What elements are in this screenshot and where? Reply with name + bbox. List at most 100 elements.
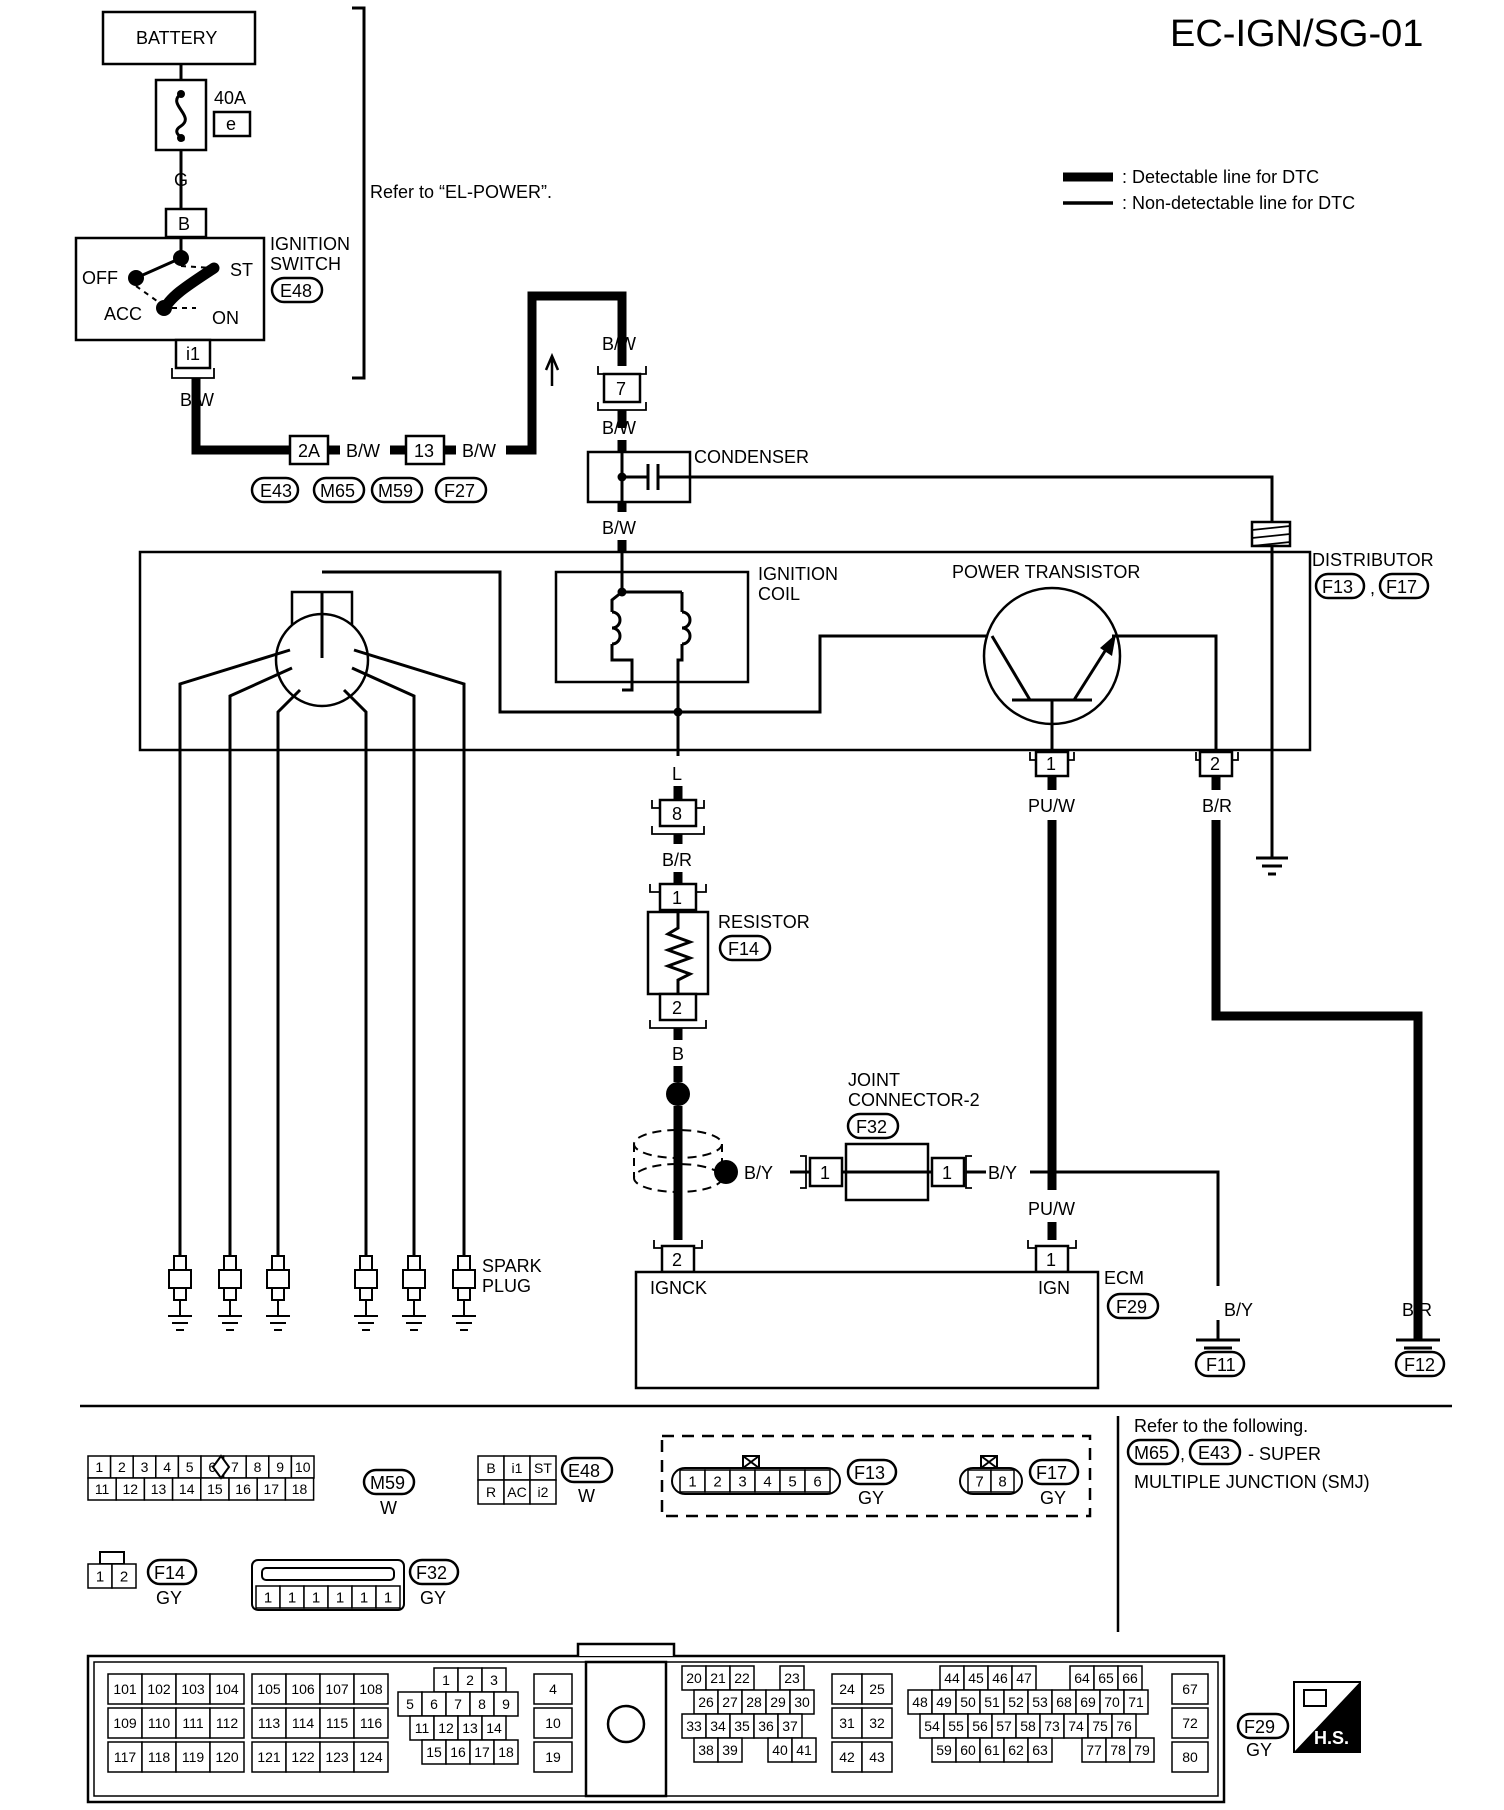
f29-pin [861, 1707, 893, 1739]
f29-pin [1111, 1713, 1137, 1739]
wire-g-label: G [174, 170, 188, 190]
conn-e48-color: W [578, 1486, 595, 1506]
f29-pin-label: 59 [936, 1742, 952, 1758]
f29-pin-label: 18 [498, 1744, 514, 1760]
f29-pin-label: 28 [746, 1694, 762, 1710]
f13-pin [804, 1469, 831, 1493]
svg-text:13: 13 [414, 441, 434, 461]
f29-pin [353, 1707, 389, 1739]
wire-bw-label-3: B/W [462, 441, 496, 461]
f29-pin [861, 1741, 893, 1773]
f29-pin-label: 76 [1116, 1718, 1132, 1734]
f29-pin-label: 25 [869, 1681, 885, 1697]
switch-conn-id: E48 [280, 281, 312, 301]
f29-pin-label: 8 [478, 1696, 486, 1712]
f29-pin-label: 60 [960, 1742, 976, 1758]
ignition-switch-box [74, 236, 266, 342]
f29-pin-label: 3 [490, 1672, 498, 1688]
ecm-connector-lock-icon [606, 1704, 646, 1744]
f29-pin-label: 61 [984, 1742, 1000, 1758]
f13-pin-label: 6 [813, 1473, 821, 1490]
m59-pin-label: 12 [123, 1481, 139, 1497]
f29-pin [533, 1741, 573, 1773]
switch-off-contact [128, 270, 144, 286]
dist-pin-2 [1198, 750, 1234, 778]
wire-bw-label-4: B/W [602, 334, 636, 354]
f29-pin-label: 45 [968, 1670, 984, 1686]
f29-pin-label: 56 [972, 1718, 988, 1734]
f29-pin-label: 63 [1032, 1742, 1048, 1758]
svg-text:,: , [1370, 578, 1375, 598]
m59-pin-label: 15 [207, 1481, 223, 1497]
f29-pin-label: 43 [869, 1749, 885, 1765]
svg-text:2: 2 [672, 998, 682, 1018]
f29-pin [533, 1707, 573, 1739]
refer-note-id1: M65 [1134, 1443, 1169, 1463]
f29-pin [457, 1715, 483, 1741]
conn-8 [658, 798, 698, 828]
m59-pin-label: 10 [295, 1459, 311, 1475]
f32-pin-label: 1 [312, 1589, 320, 1606]
f29-pin [209, 1673, 245, 1705]
f29-pin [481, 1667, 507, 1693]
distributor-connector-group [660, 1434, 1092, 1518]
wire-br-f12 [1211, 820, 1423, 1296]
e48-pin-label: ST [534, 1460, 552, 1476]
joint-connector-label-1: JOINT [848, 1070, 900, 1090]
svg-text:2: 2 [672, 1250, 682, 1270]
ignition-switch-label-1: IGNITION [270, 234, 350, 254]
f29-pin-label: 53 [1032, 1694, 1048, 1710]
e48-pin-label: i1 [512, 1460, 523, 1476]
f29-pin-label: 79 [1134, 1742, 1150, 1758]
svg-text:2: 2 [1210, 754, 1220, 774]
f29-pin [445, 1739, 471, 1765]
wire-br-label-1: B/R [1202, 796, 1232, 816]
f29-pin [141, 1707, 177, 1739]
resistor-label: RESISTOR [718, 912, 810, 932]
spark-plug-ground-icon [218, 1300, 242, 1331]
fuse-id-box [212, 110, 252, 138]
refer-note-id2: E43 [1198, 1443, 1230, 1463]
ecm-connector-latch [584, 1660, 668, 1798]
svg-text:1: 1 [820, 1163, 830, 1183]
f29-pin [175, 1707, 211, 1739]
f29-pin-label: 27 [722, 1694, 738, 1710]
f29-pin [729, 1665, 755, 1691]
wire-puw-label-2: PU/W [1028, 1199, 1075, 1219]
f29-pin-label: 5 [406, 1696, 414, 1712]
ground-f12-id: F12 [1404, 1355, 1435, 1375]
f29-pin [175, 1673, 211, 1705]
plug-wire-2 [228, 666, 293, 1256]
ignition-coil-box [554, 570, 750, 684]
spark-plug-ground-icon [266, 1300, 290, 1331]
resistor-pin-1 [658, 882, 698, 912]
joint-connector-conn-id: F32 [856, 1117, 887, 1137]
f29-pin [285, 1741, 321, 1773]
wire-condenser-ground [690, 475, 1274, 522]
f29-pin [979, 1689, 1005, 1715]
spark-plug-4 [359, 1255, 373, 1271]
f29-pin [285, 1673, 321, 1705]
f29-pin [469, 1739, 495, 1765]
distributor-conn-2: F17 [1386, 577, 1417, 597]
f14-pin [111, 1563, 137, 1589]
f32-pin-label: 1 [360, 1589, 368, 1606]
f29-pin-label: 46 [992, 1670, 1008, 1686]
spark-plug-label-1: SPARK [482, 1256, 542, 1276]
ecm-pin-2 [660, 1244, 696, 1274]
f29-pin [1171, 1673, 1209, 1705]
f14-key-icon [99, 1551, 125, 1565]
f29-pin-label: 106 [291, 1681, 315, 1697]
f29-pin [693, 1689, 719, 1715]
f29-pin [353, 1673, 389, 1705]
wire-by-label-1: B/Y [744, 1163, 773, 1183]
conn-id-m59: M59 [378, 481, 413, 501]
plug-wire-6 [353, 648, 466, 1256]
plug-wire-3 [276, 688, 302, 1256]
m59-pin-label: 17 [264, 1481, 280, 1497]
f29-pin-label: 11 [415, 1720, 430, 1736]
legend-non-detectable: : Non-detectable line for DTC [1122, 193, 1355, 213]
f29-pin-label: 67 [1182, 1681, 1198, 1697]
